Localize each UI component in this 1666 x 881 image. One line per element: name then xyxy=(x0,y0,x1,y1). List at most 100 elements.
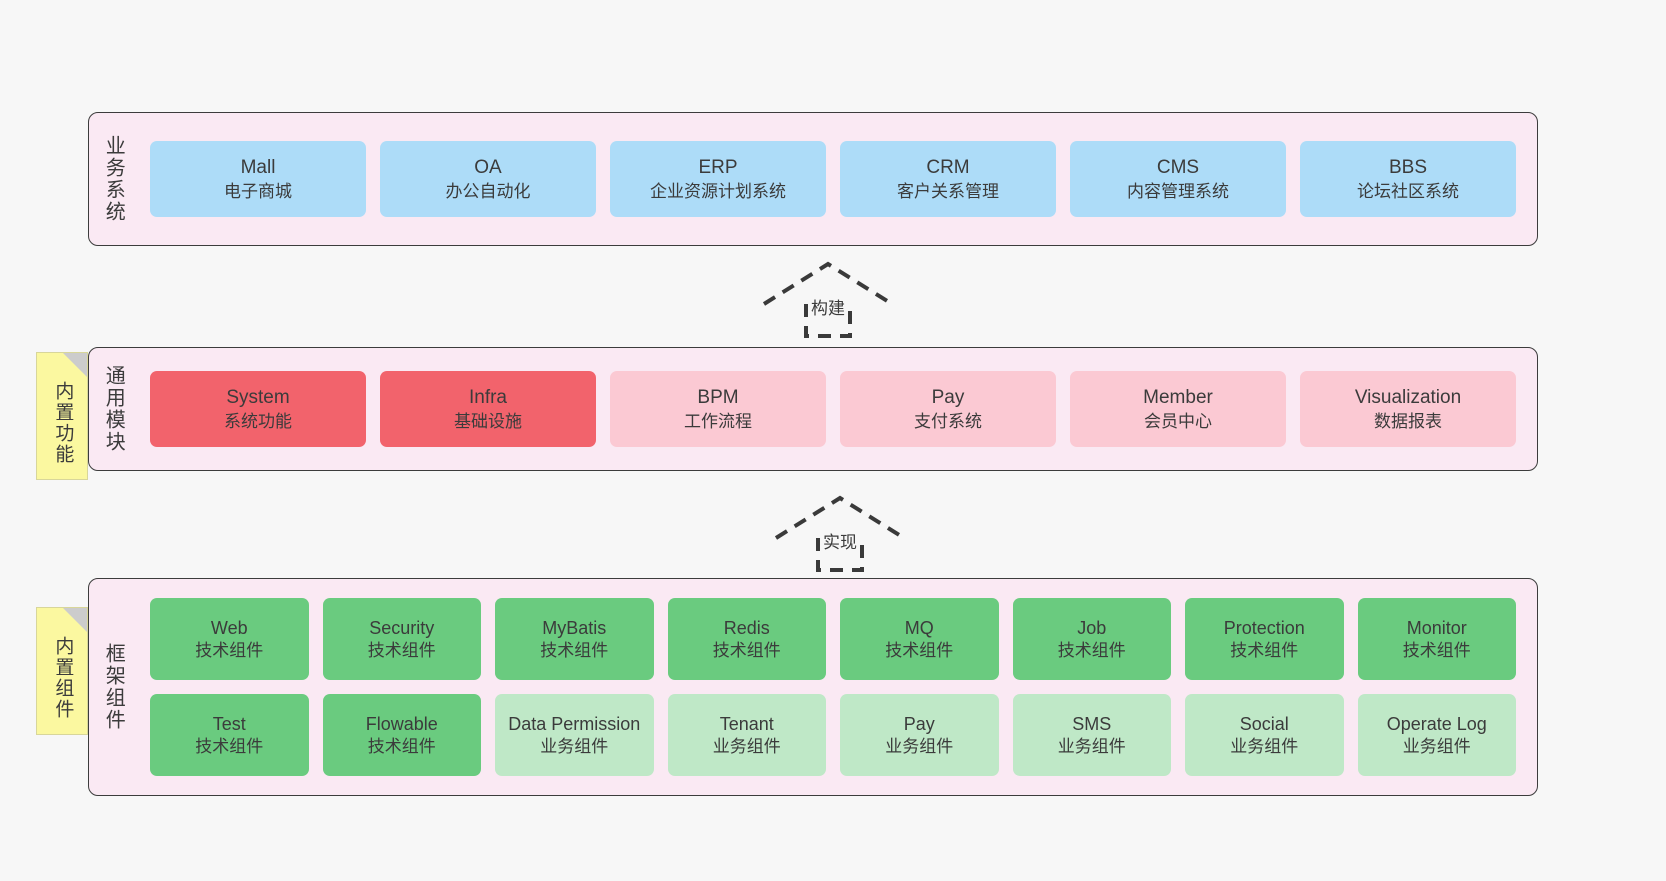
cell-subtitle: 技术组件 xyxy=(1057,640,1126,660)
business-card-erp[interactable]: ERP 企业资源计划系统 xyxy=(610,141,826,217)
cell-subtitle: 业务组件 xyxy=(712,736,781,756)
cell-title: Visualization xyxy=(1354,386,1462,408)
cell-title: Job xyxy=(1077,617,1107,638)
cell-subtitle: 技术组件 xyxy=(367,640,436,660)
common-module-layer: 通用模块 System 系统功能 Infra 基础设施 BPM 工作流程 Pay 支付系统 Me… xyxy=(88,347,1538,471)
business-card-bbs[interactable]: BBS 论坛社区系统 xyxy=(1300,141,1516,217)
cell-title: Pay xyxy=(903,713,935,734)
cell-title: Social xyxy=(1239,713,1289,734)
cell-subtitle: 技术组件 xyxy=(712,640,781,660)
common-card-member[interactable]: Member 会员中心 xyxy=(1070,371,1286,447)
cell-title: BBS xyxy=(1388,156,1428,178)
implement-generalization-arrow: 实现 xyxy=(772,492,908,572)
common-card-pay[interactable]: Pay 支付系统 xyxy=(840,371,1056,447)
business-system-layer-title: 业务系统 xyxy=(102,135,125,223)
cell-subtitle: 系统功能 xyxy=(224,411,292,431)
cell-subtitle: 业务组件 xyxy=(885,736,954,756)
cell-title: Member xyxy=(1143,386,1213,408)
build-arrow-label: 构建 xyxy=(809,294,847,319)
common-card-system[interactable]: System 系统功能 xyxy=(150,371,366,447)
cell-subtitle: 技术组件 xyxy=(367,736,436,756)
cell-title: Security xyxy=(369,617,435,638)
build-generalization-arrow: 构建 xyxy=(760,258,896,338)
cell-title: Operate Log xyxy=(1386,713,1487,734)
note-builtin-component-label: 内置组件 xyxy=(52,636,74,720)
cell-title: Redis xyxy=(723,617,770,638)
cell-subtitle: 论坛社区系统 xyxy=(1357,181,1459,201)
common-module-layer-title: 通用模块 xyxy=(102,365,125,453)
cell-subtitle: 会员中心 xyxy=(1144,411,1212,431)
cell-title: Test xyxy=(212,713,246,734)
cell-subtitle: 技术组件 xyxy=(885,640,954,660)
implement-arrow-label: 实现 xyxy=(821,528,859,553)
cell-title: Web xyxy=(210,617,248,638)
common-card-visualization[interactable]: Visualization 数据报表 xyxy=(1300,371,1516,447)
cell-title: CMS xyxy=(1156,156,1200,178)
cell-title: Monitor xyxy=(1406,617,1467,638)
cell-subtitle: 客户关系管理 xyxy=(897,181,999,201)
cell-subtitle: 技术组件 xyxy=(195,736,264,756)
cell-subtitle: 业务组件 xyxy=(540,736,609,756)
cell-title: MyBatis xyxy=(542,617,607,638)
common-card-bpm[interactable]: BPM 工作流程 xyxy=(610,371,826,447)
cell-subtitle: 基础设施 xyxy=(454,411,522,431)
cell-subtitle: 支付系统 xyxy=(914,411,982,431)
cell-title: Data Permission xyxy=(508,713,641,734)
cell-subtitle: 数据报表 xyxy=(1374,411,1442,431)
note-builtin-function: 内置功能 xyxy=(36,352,88,480)
cell-title: Infra xyxy=(468,386,508,408)
cell-subtitle: 技术组件 xyxy=(195,640,264,660)
cell-subtitle: 办公自动化 xyxy=(445,181,531,201)
business-card-cms[interactable]: CMS 内容管理系统 xyxy=(1070,141,1286,217)
cell-title: Tenant xyxy=(719,713,774,734)
note-builtin-component: 内置组件 xyxy=(36,607,88,735)
cell-title: Protection xyxy=(1223,617,1305,638)
cell-subtitle: 技术组件 xyxy=(1402,640,1471,660)
cell-title: Mall xyxy=(240,156,276,178)
cell-title: Flowable xyxy=(365,713,438,734)
common-card-infra[interactable]: Infra 基础设施 xyxy=(380,371,596,447)
cell-subtitle: 业务组件 xyxy=(1057,736,1126,756)
cell-subtitle: 技术组件 xyxy=(540,640,609,660)
note-builtin-function-label: 内置功能 xyxy=(52,381,74,465)
cell-subtitle: 工作流程 xyxy=(684,411,752,431)
cell-title: ERP xyxy=(698,156,738,178)
cell-title: MQ xyxy=(904,617,934,638)
cell-subtitle: 企业资源计划系统 xyxy=(650,181,786,201)
cell-title: System xyxy=(226,386,290,408)
business-card-mall[interactable]: Mall 电子商城 xyxy=(150,141,366,217)
common-module-items: System 系统功能 Infra 基础设施 BPM 工作流程 Pay 支付系统 Member 会… xyxy=(137,348,1537,470)
cell-subtitle: 业务组件 xyxy=(1230,736,1299,756)
cell-title: BPM xyxy=(697,386,739,408)
cell-title: Pay xyxy=(931,386,965,408)
cell-subtitle: 电子商城 xyxy=(224,181,292,201)
cell-title: SMS xyxy=(1072,713,1112,734)
cell-subtitle: 内容管理系统 xyxy=(1127,181,1229,201)
framework-component-layer-title: 框架组件 xyxy=(102,643,125,731)
